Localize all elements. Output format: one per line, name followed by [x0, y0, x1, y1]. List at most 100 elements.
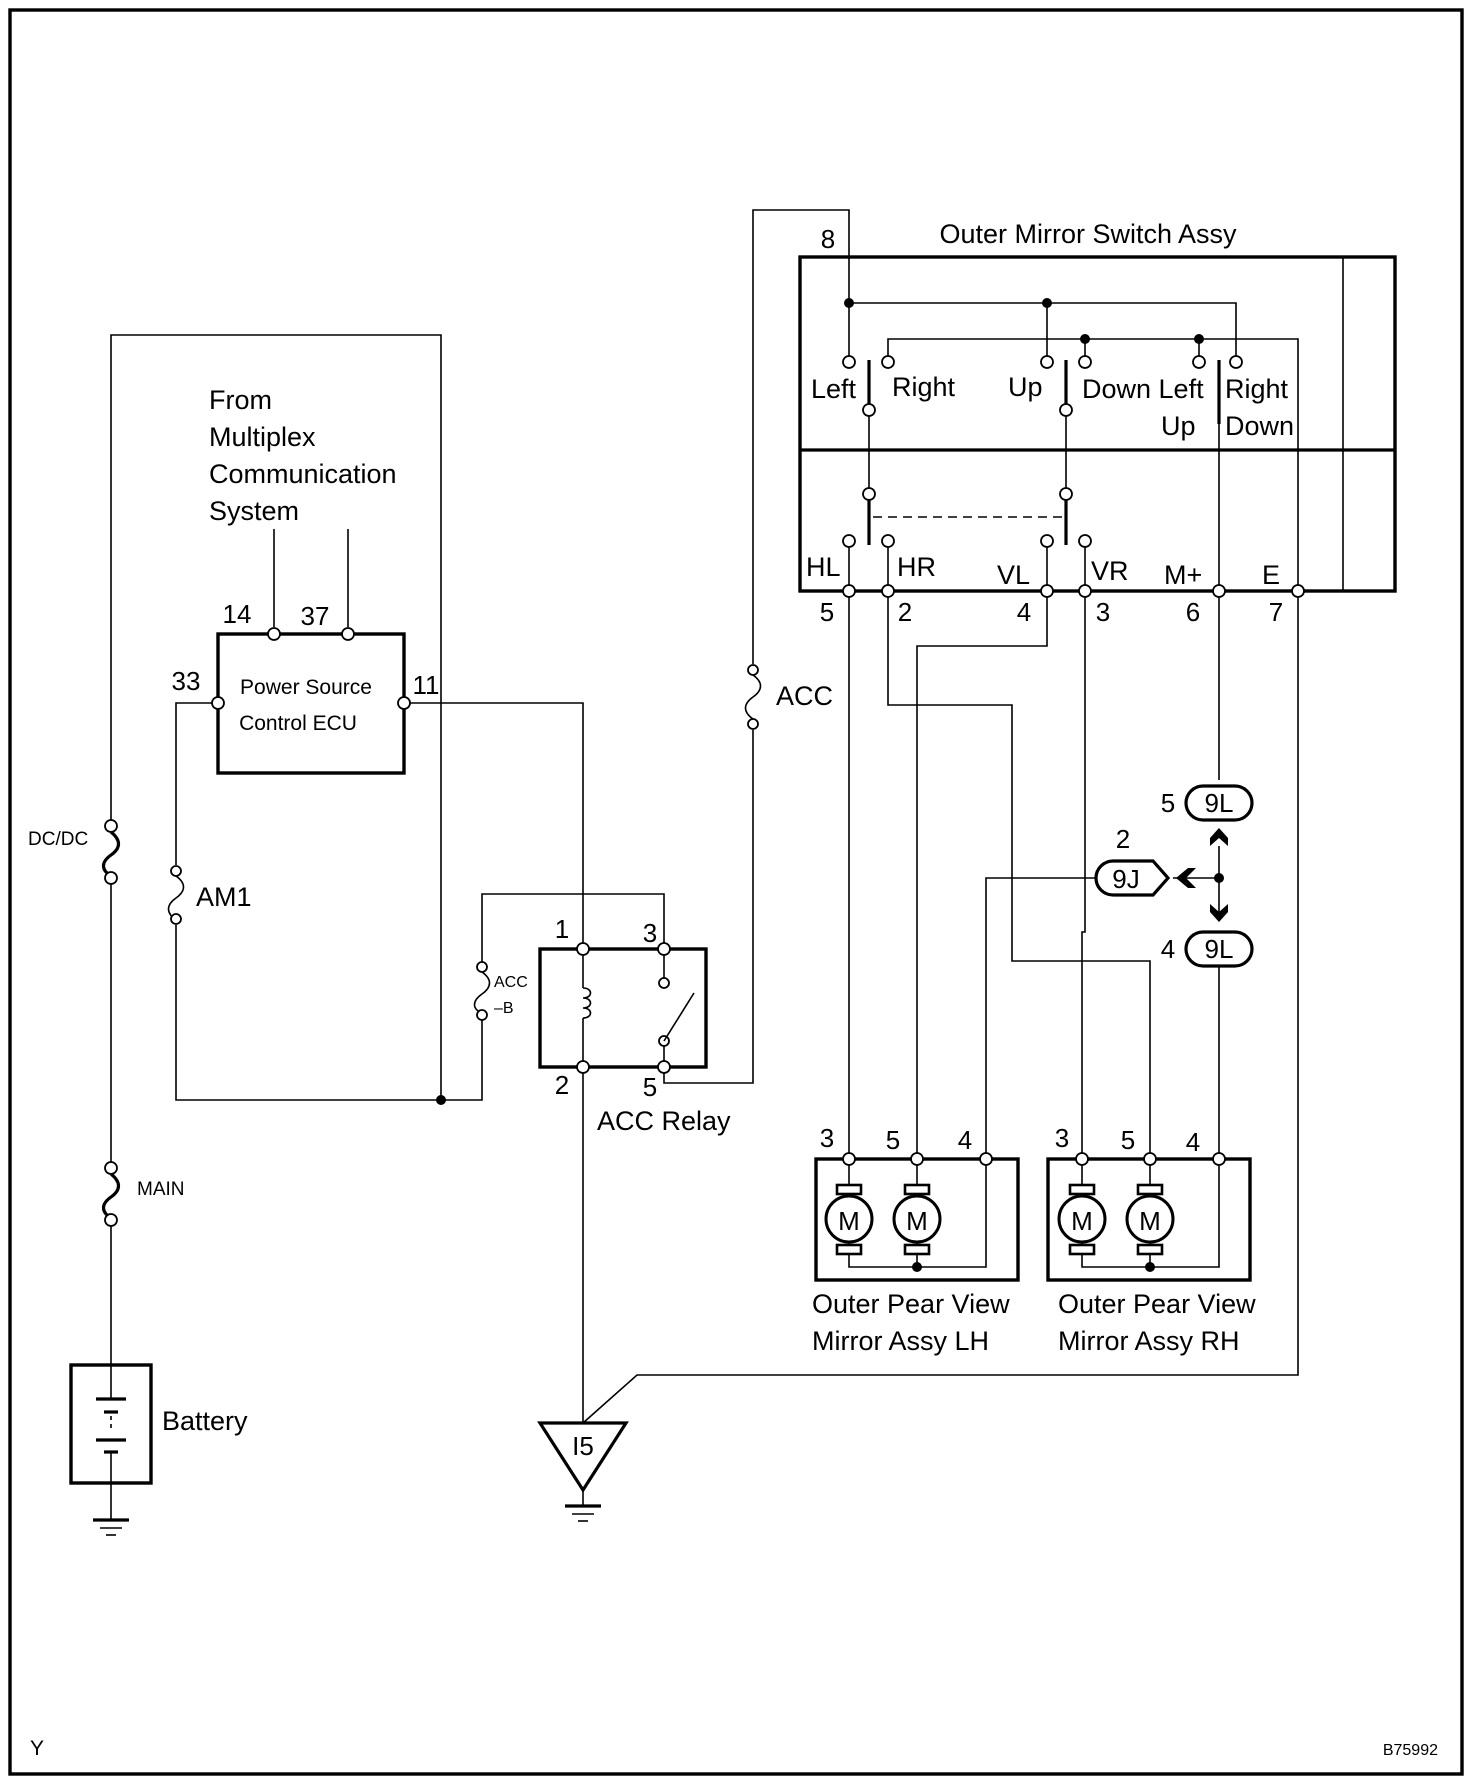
mirror-rh-pin-5: 5: [1121, 1125, 1135, 1155]
outer-mirror-switch-assy: Outer Mirror Switch Assy 8 Left: [752, 209, 1397, 730]
switch-ground-bus: [887, 338, 1299, 591]
switch-pin-name-vr: VR: [1091, 556, 1129, 586]
terminal: [104, 1213, 118, 1227]
terminal: [1192, 355, 1206, 369]
battery: Battery: [69, 1363, 248, 1485]
connector-9j: 2 9J: [1094, 824, 1171, 897]
relay-pin-1: 1: [555, 914, 569, 944]
fuse-symbol: [473, 971, 491, 1014]
switch-label-right-2: Right: [1225, 374, 1289, 404]
switch-label-up: Up: [1008, 372, 1043, 402]
terminal: [1059, 487, 1073, 501]
ecu-pin33-wire: [175, 702, 212, 865]
acc-feed-wire: [752, 209, 1237, 730]
from-mcs-line-2: Multiplex: [209, 422, 316, 452]
connector-9l-top-shape: [1184, 784, 1254, 822]
terminal: [104, 1161, 118, 1175]
terminal: [1059, 403, 1073, 417]
switch-box: [798, 255, 1397, 593]
ecu-box: [216, 632, 406, 775]
acc-relay: 1 3 2 5 ACC Relay: [538, 914, 731, 1136]
connector-9j-code: 9J: [1112, 864, 1139, 894]
ground-point-label: I5: [572, 1431, 594, 1461]
switch-pin-num-hl: 5: [820, 597, 834, 627]
terminal: [862, 403, 876, 417]
acc-b-fuse: ACC –B: [473, 961, 528, 1021]
terminal: [341, 627, 355, 641]
relay-coil-icon: [582, 987, 592, 1019]
motor-symbol: M: [906, 1206, 928, 1236]
junction-dot: [1042, 298, 1052, 308]
junction-dot: [436, 1095, 446, 1105]
battery-label: Battery: [162, 1406, 248, 1436]
corner-label-y: Y: [30, 1737, 44, 1760]
switch-pin-num-vl: 4: [1017, 597, 1031, 627]
fuse-label-main: MAIN: [137, 1179, 185, 1200]
relay-label: ACC Relay: [597, 1106, 731, 1136]
connector-arrow-icon: [1210, 904, 1228, 922]
terminal: [576, 942, 590, 956]
connector-9l-bottom-pin: 4: [1161, 934, 1175, 964]
switch-terminal-vl: [1040, 584, 1054, 598]
terminal: [747, 718, 759, 730]
motor-icon: M: [1057, 1183, 1107, 1256]
hr-to-rh-motor-wire: [887, 597, 1151, 1159]
from-multiplex-label: From Multiplex Communication System: [209, 385, 397, 526]
ecu-to-relay-wire: [410, 702, 584, 943]
connector-9l-top-pin: 5: [1161, 788, 1175, 818]
terminal: [397, 696, 411, 710]
terminal: [1078, 355, 1092, 369]
fuse-symbol: [101, 830, 121, 878]
terminal: [910, 1152, 924, 1166]
terminal: [476, 1009, 488, 1021]
main-fuse: MAIN: [101, 1161, 185, 1227]
switch-pin-name-m-plus: M+: [1164, 560, 1202, 590]
vl-to-lh-motor-wire: [916, 597, 1048, 1159]
switch-pin-num-hr: 2: [898, 597, 912, 627]
terminal: [1040, 355, 1054, 369]
power-source-control-ecu: Power Source Control ECU 14 37 33 11: [172, 599, 440, 775]
connector-arrow-icon: [1210, 828, 1228, 846]
junction-dot: [912, 1262, 922, 1272]
terminal: [842, 534, 856, 548]
from-mcs-line-3: Communication: [209, 459, 397, 489]
switch-pin-name-hl: HL: [806, 552, 841, 582]
fuse-label-dcdc: DC/DC: [28, 829, 88, 850]
terminal: [657, 1060, 671, 1074]
from-mcs-line-4: System: [209, 496, 299, 526]
switch-pin-name-hr: HR: [897, 552, 936, 582]
terminal: [747, 664, 759, 676]
mirror-rh-pin-4: 4: [1186, 1127, 1200, 1157]
motor-icon: M: [892, 1183, 942, 1256]
vr-to-rh-motor-wire: [1081, 597, 1086, 1159]
am1-bus-wire: [175, 925, 483, 1101]
figure-code: B75992: [1383, 1742, 1438, 1759]
fuse-label-am1: AM1: [196, 882, 252, 912]
switch-pin-8: 8: [821, 224, 835, 254]
dcdc-fuse: DC/DC: [28, 819, 121, 885]
switch-label-down-2: Down: [1225, 411, 1294, 441]
accb-to-relay-wire: [481, 893, 665, 967]
relay-switch-blade: [663, 992, 695, 1042]
terminal: [1212, 1152, 1226, 1166]
terminal: [476, 961, 488, 973]
mirror-rh-pin-3: 3: [1055, 1123, 1069, 1153]
connector-9l-top-code: 9L: [1205, 788, 1234, 818]
mirror-rh-label-1: Outer Pear View: [1058, 1289, 1256, 1319]
ecu-pin-33: 33: [172, 666, 201, 696]
switch-label-right: Right: [892, 372, 956, 402]
ground-point-i5: I5: [537, 1421, 629, 1522]
terminal: [657, 942, 671, 956]
mirror-lh-pin-3: 3: [820, 1123, 834, 1153]
terminal: [1143, 1152, 1157, 1166]
switch-title: Outer Mirror Switch Assy: [939, 219, 1237, 249]
terminal: [170, 913, 182, 925]
switch-pin-num-m-plus: 6: [1186, 597, 1200, 627]
relay-pin-2: 2: [555, 1070, 569, 1100]
connector-arrow-icon: [1176, 868, 1196, 888]
terminal: [211, 696, 225, 710]
terminal: [881, 534, 895, 548]
terminal: [1229, 355, 1243, 369]
mirror-lh-label-2: Mirror Assy LH: [812, 1326, 989, 1356]
